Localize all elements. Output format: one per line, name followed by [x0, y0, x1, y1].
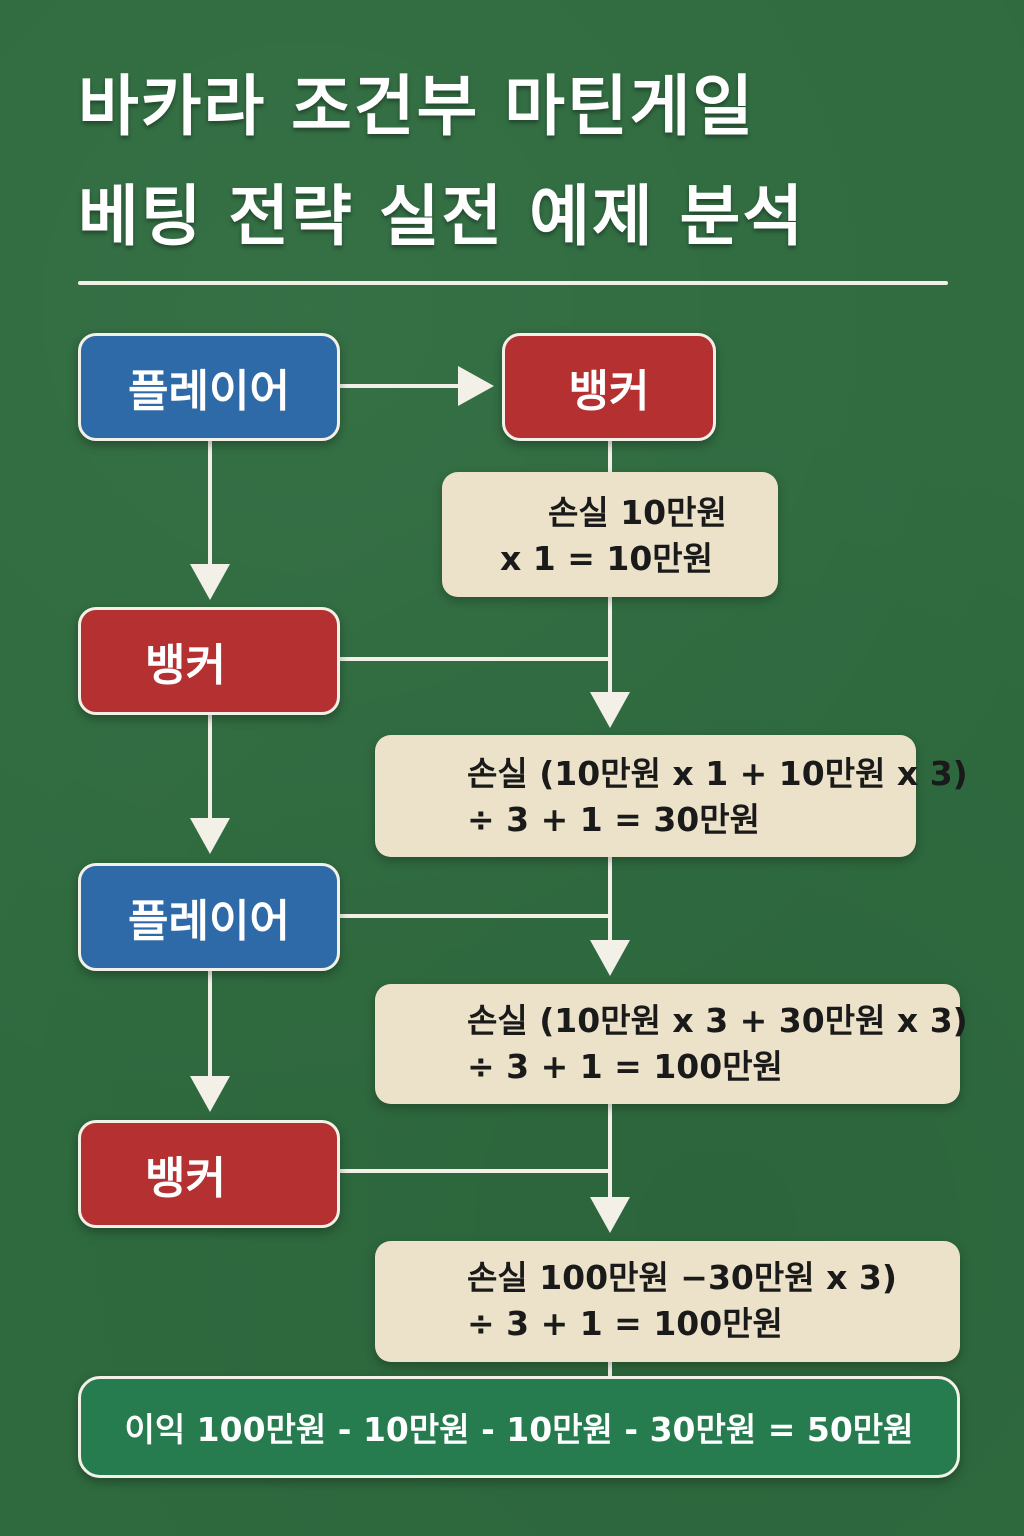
node-banker-2: 뱅커 — [78, 607, 340, 715]
calc-4-line-1: 손실 100만원 −30만원 x 3) — [467, 1258, 897, 1297]
calc-1-line-1: 손실 10만원 — [548, 493, 727, 532]
node-player-3-label: 플레이어 — [128, 896, 290, 947]
calc-3-line-1: 손실 (10만원 x 3 + 30만원 x 3) — [467, 1001, 968, 1040]
calc-1-line-2: x 1 = 10만원 — [500, 539, 714, 578]
node-banker-top-label: 뱅커 — [568, 366, 650, 417]
title-line-2: 베팅 전략 실전 예제 분석 — [78, 178, 806, 255]
calc-box-1: 손실 10만원 x 1 = 10만원 — [442, 472, 778, 597]
calc-box-4: 손실 100만원 −30만원 x 3) ÷ 3 + 1 = 100만원 — [375, 1241, 960, 1362]
title-line-1: 바카라 조건부 마틴게일 — [78, 68, 756, 145]
calc-2-line-1: 손실 (10만원 x 1 + 10만원 x 3) — [467, 754, 968, 793]
node-banker-top: 뱅커 — [502, 333, 716, 441]
calc-box-2: 손실 (10만원 x 1 + 10만원 x 3) ÷ 3 + 1 = 30만원 — [375, 735, 968, 857]
calc-4-line-2: ÷ 3 + 1 = 100만원 — [467, 1304, 783, 1343]
profit-summary: 이익 100만원 - 10만원 - 10만원 - 30만원 = 50만원 — [78, 1376, 960, 1478]
node-banker-4: 뱅커 — [78, 1120, 340, 1228]
calc-3-line-2: ÷ 3 + 1 = 100만원 — [467, 1047, 783, 1086]
profit-summary-text: 이익 100만원 - 10만원 - 10만원 - 30만원 = 50만원 — [124, 1410, 914, 1449]
node-player-1-label: 플레이어 — [128, 366, 290, 417]
calc-box-3: 손실 (10만원 x 3 + 30만원 x 3) ÷ 3 + 1 = 100만원 — [375, 984, 968, 1104]
title-divider — [78, 281, 948, 285]
calc-2-line-2: ÷ 3 + 1 = 30만원 — [467, 800, 760, 839]
node-banker-4-label: 뱅커 — [145, 1153, 226, 1204]
node-player-3: 플레이어 — [78, 863, 340, 971]
node-player-1: 플레이어 — [78, 333, 340, 441]
node-banker-2-label: 뱅커 — [145, 640, 226, 691]
page-title: 바카라 조건부 마틴게일 베팅 전략 실전 예제 분석 — [78, 52, 958, 272]
